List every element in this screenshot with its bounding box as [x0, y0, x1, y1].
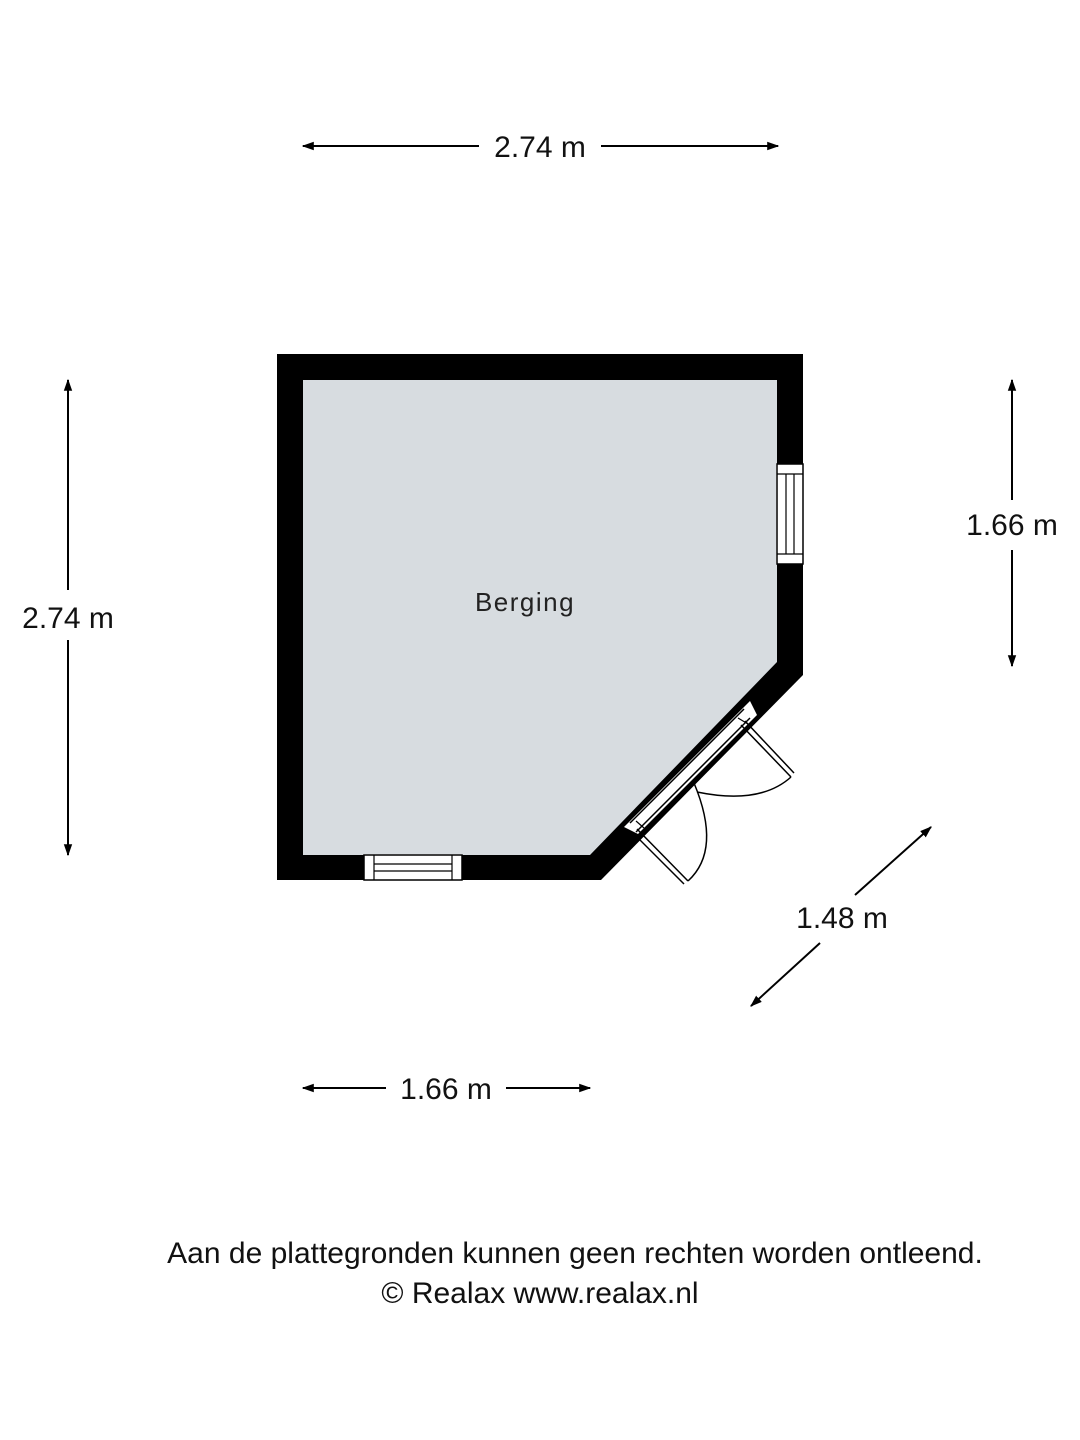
dimension-right: 1.66 m [966, 378, 1058, 668]
footer-disclaimer: Aan de plattegronden kunnen geen rechten… [167, 1237, 983, 1270]
room-label: Berging [475, 587, 575, 617]
dimension-left: 2.74 m [22, 378, 114, 857]
window-bottom-wall [363, 854, 463, 881]
window-right-wall [776, 463, 804, 565]
dimension-right-label: 1.66 m [966, 509, 1058, 542]
dimension-top-label: 2.74 m [494, 131, 586, 164]
dimension-diagonal: 1.48 m [750, 826, 932, 1007]
dimension-left-label: 2.74 m [22, 602, 114, 635]
dimension-diagonal-label: 1.48 m [796, 902, 888, 935]
room-floor [303, 380, 777, 855]
dimension-top: 2.74 m [301, 131, 780, 164]
dimension-bottom-label: 1.66 m [400, 1073, 492, 1106]
door-diagonal [624, 701, 795, 885]
dimension-bottom: 1.66 m [301, 1073, 592, 1106]
footer-copyright: © Realax www.realax.nl [381, 1277, 699, 1310]
